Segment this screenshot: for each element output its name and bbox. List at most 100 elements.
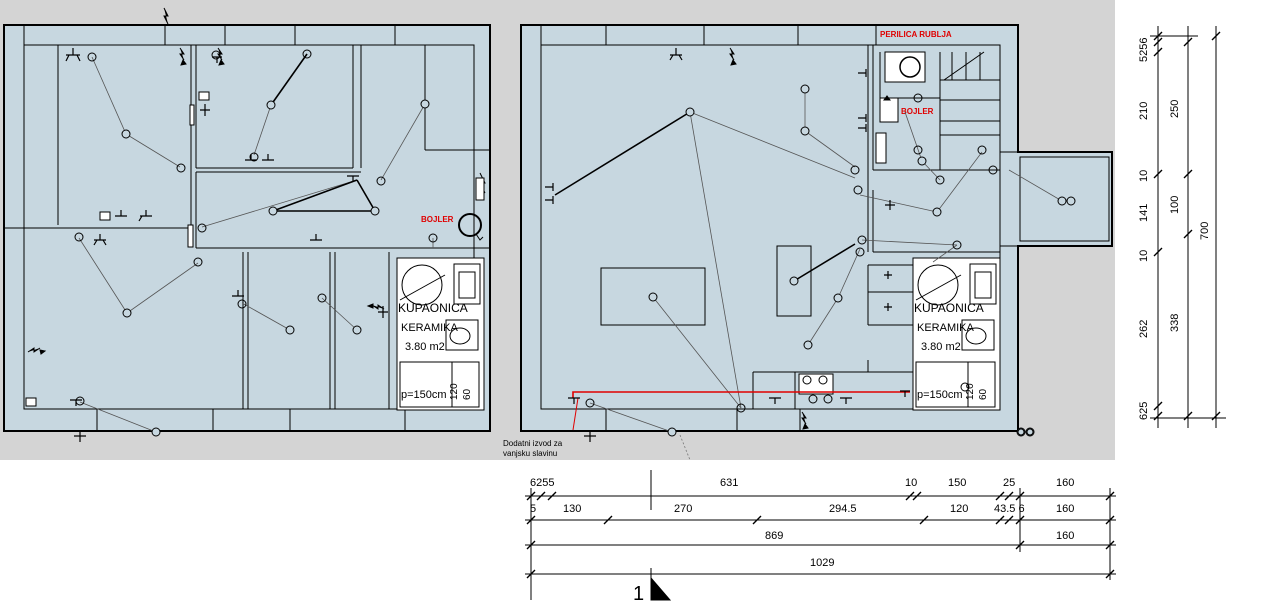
left-floor-plan: KUPAONICA KERAMIKA 3.80 m2 p=150cm 120 6… (3, 7, 491, 442)
switch-icon (376, 176, 386, 186)
socket-icon (245, 154, 257, 161)
light-point-icon (932, 207, 942, 217)
light-point-icon (370, 206, 380, 216)
boiler-icon (458, 213, 482, 237)
switch-icon (74, 232, 84, 242)
light-point-icon (833, 293, 843, 303)
dim-label: 10 (905, 477, 917, 489)
dim-label: 5256 (1138, 38, 1150, 62)
arrow-icon (883, 95, 891, 101)
left-distribution-boxes (25, 91, 210, 407)
socket-icon (900, 390, 910, 397)
switch-icon (237, 299, 247, 309)
right-floor-plan: PERILICA RUBLJA BOJLER KUPAONICA KERAMIK… (503, 24, 1113, 461)
washbasin-icon (401, 264, 443, 306)
kitchen-island (600, 267, 706, 326)
switch-icon (977, 145, 987, 155)
dim-label: 120 (950, 503, 968, 515)
right-bathroom-box (912, 257, 1001, 411)
right-ground-markers (1017, 428, 1034, 436)
light-point-icon (917, 156, 927, 166)
switch-icon (302, 49, 312, 59)
washing-machine-label: PERILICA RUBLJA (880, 30, 952, 39)
switch-icon (935, 175, 945, 185)
light-point-icon (1057, 196, 1067, 206)
socket-icon (884, 271, 892, 279)
bathroom-name: KUPAONICA (398, 301, 468, 315)
switch-icon (853, 185, 863, 195)
switch-icon (736, 403, 746, 413)
dim-label: 270 (674, 503, 692, 515)
shower-tray-icon (915, 361, 996, 408)
shower-height: p=150cm (917, 389, 963, 401)
dim-label: 43.5 6 (994, 503, 1025, 515)
right-arrows (729, 47, 891, 430)
switch-icon (197, 223, 207, 233)
light-point-icon (420, 99, 430, 109)
dim-label: 130 (563, 503, 581, 515)
dim-label: 10 (1138, 250, 1150, 262)
socket-icon (858, 114, 867, 122)
bathroom-finish: KERAMIKA (401, 322, 459, 334)
socket-icon (347, 175, 359, 182)
left-boiler: BOJLER (421, 177, 485, 241)
left-bathroom: KUPAONICA KERAMIKA 3.80 m2 p=150cm 120 6… (396, 257, 485, 411)
switch-icon (855, 247, 865, 257)
shower-height: p=150cm (401, 389, 447, 401)
socket-icon (769, 397, 781, 404)
boiler-label-right: BOJLER (901, 107, 934, 116)
switch-icon (823, 394, 833, 404)
socket-icon (115, 210, 127, 217)
light-point-icon (151, 427, 161, 437)
dim-label: 5 (530, 503, 536, 515)
socket-icon (568, 397, 580, 404)
shower-dim-120: 120 (449, 383, 460, 400)
switch-icon (808, 394, 818, 404)
dim-label: 6255 (530, 477, 554, 489)
left-light-points (121, 99, 430, 437)
arrow-icon (217, 47, 225, 66)
toilet-icon (961, 319, 995, 351)
switch-icon (1066, 196, 1076, 206)
bathroom-area: 3.80 m2 (921, 341, 961, 353)
left-wiring (78, 53, 434, 433)
right-sockets (545, 48, 910, 442)
socket-icon (200, 104, 210, 116)
light-point-icon (800, 126, 810, 136)
switch-icon (913, 145, 923, 155)
right-boiler (879, 97, 899, 123)
socket-icon (65, 48, 81, 62)
washing-machine (884, 51, 926, 83)
switch-icon (585, 398, 595, 408)
left-plan-walls (4, 25, 490, 431)
socket-icon (138, 210, 152, 222)
switch-icon (428, 233, 438, 243)
right-light-points (648, 84, 1067, 437)
switch-icon (87, 52, 97, 62)
bottom-dimension-labels: 6255 631 10 150 25 160 5 130 270 294.5 1… (530, 477, 1074, 605)
section-label: 1 (633, 583, 644, 605)
switch-icon (952, 240, 962, 250)
dim-label: 1029 (810, 557, 834, 569)
shower-dim-60: 60 (978, 388, 989, 400)
socket-icon (262, 154, 274, 161)
light-point-icon (685, 107, 695, 117)
right-wiring (589, 89, 1063, 433)
socket-icon (858, 69, 867, 77)
arrow-icon (163, 7, 169, 25)
arrow-icon (179, 47, 187, 66)
washing-machine-drum-icon (899, 56, 921, 78)
socket-icon (885, 200, 895, 210)
dim-label: 25 (1003, 477, 1015, 489)
socket-icon (70, 399, 82, 406)
junction-box-icon (99, 211, 111, 221)
light-point-icon (285, 325, 295, 335)
dim-label: 100 (1169, 196, 1181, 214)
arrow-icon (27, 347, 47, 355)
dim-label: 869 (765, 530, 783, 542)
left-sockets (65, 48, 388, 442)
exterior-tap-note-line1: Dodatni izvod za (503, 439, 563, 448)
dim-label: 160 (1056, 477, 1074, 489)
dim-label: 338 (1169, 314, 1181, 332)
